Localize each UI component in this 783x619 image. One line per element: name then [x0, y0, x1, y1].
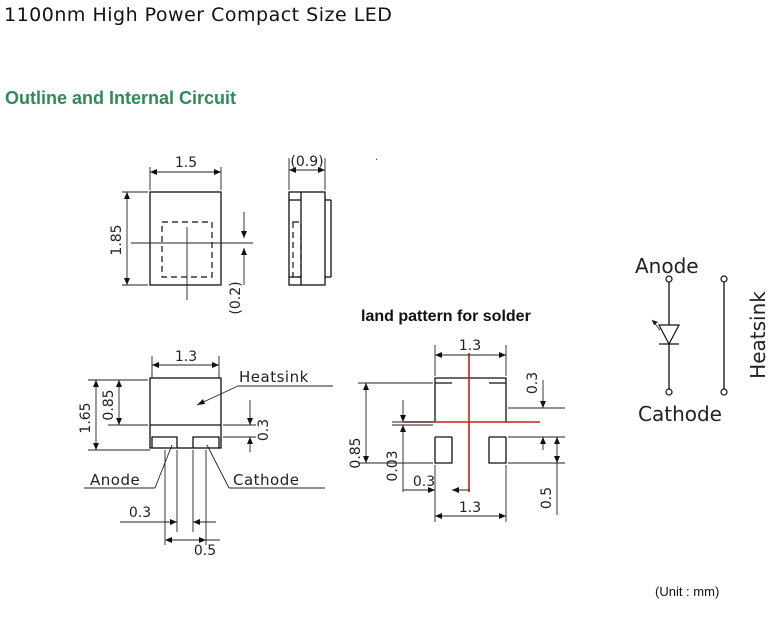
cathode-pad	[192, 436, 220, 448]
top-width-dim: 1.5	[175, 155, 197, 171]
anode-label: Anode	[90, 471, 140, 489]
anode-pad	[151, 436, 178, 448]
top-offset-dim: (0.2)	[228, 281, 244, 314]
svg-text:.: .	[375, 152, 378, 163]
bottom-view: 1.3 1.65 0.85 0.3 Heatsink Anode Cathode	[78, 349, 333, 559]
land-pattern-title: land pattern for solder	[361, 308, 531, 325]
top-view-body	[149, 191, 222, 286]
unit-note: (Unit : mm)	[655, 584, 720, 599]
pad-width-dim: 0.3	[129, 505, 151, 521]
top-height-dim: 1.85	[109, 224, 125, 255]
side-thickness-dim: (0.9)	[290, 154, 323, 170]
land-pad-height-dim: 0.5	[539, 487, 555, 509]
pad-pitch-dim: 0.5	[194, 543, 216, 559]
bottom-width-dim: 1.3	[175, 349, 197, 365]
section-title: Outline and Internal Circuit	[5, 88, 237, 108]
circuit-cathode-label: Cathode	[638, 402, 722, 426]
land-pad-right	[488, 437, 507, 464]
bottom-gap-dim: 0.3	[256, 419, 272, 441]
circuit-heatsink-label: Heatsink	[746, 291, 770, 379]
bottom-view-body	[149, 377, 222, 449]
side-view-body	[288, 191, 326, 286]
land-right-gap-dim: 0.3	[525, 372, 541, 394]
land-pad-width-dim: 0.3	[413, 474, 435, 490]
land-bottom-width-dim: 1.3	[459, 500, 481, 516]
bottom-heatsink-height-dim: 0.85	[101, 389, 117, 420]
land-pattern: land pattern for solder 1.3 0.85 0.03	[348, 308, 565, 522]
led-diode-symbol	[658, 324, 680, 346]
land-height-dim: 0.85	[348, 437, 364, 468]
land-offset-dim: 0.03	[385, 450, 401, 481]
cathode-label: Cathode	[233, 471, 299, 489]
bottom-total-height-dim: 1.65	[78, 402, 94, 433]
page-title: 1100nm High Power Compact Size LED	[4, 4, 393, 26]
side-view: (0.9)	[288, 154, 332, 286]
internal-circuit: Anode Cathode Heatsink	[635, 254, 770, 426]
top-view: 1.5 1.85 (0.2)	[109, 155, 253, 315]
heatsink-label: Heatsink	[239, 368, 309, 386]
circuit-anode-label: Anode	[635, 254, 699, 278]
land-pad-top	[434, 377, 507, 422]
land-top-width-dim: 1.3	[459, 338, 481, 354]
land-pad-left	[434, 437, 453, 464]
